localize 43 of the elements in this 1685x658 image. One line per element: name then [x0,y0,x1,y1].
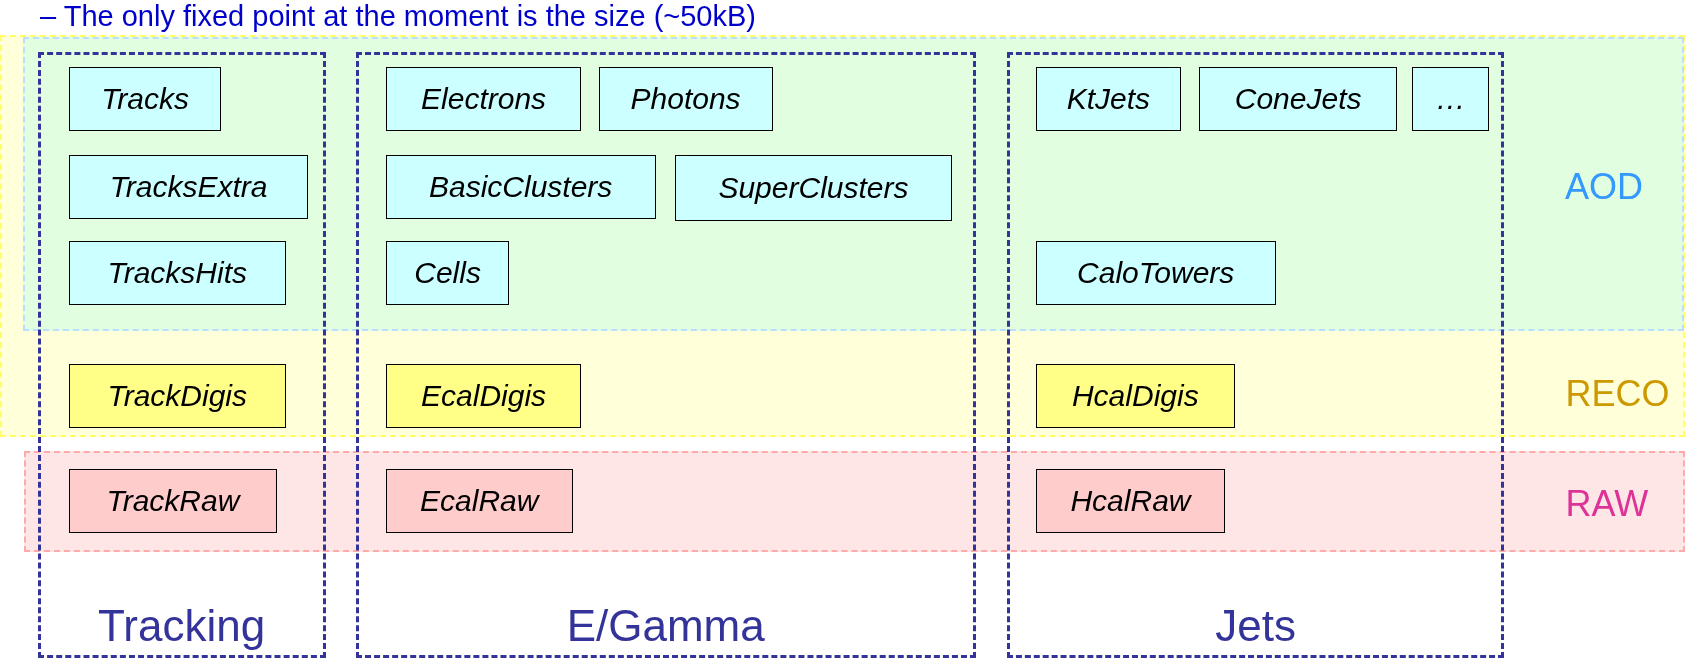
item-label: Tracks [101,82,189,117]
layer-label: AOD [1565,165,1644,208]
group-label: E/Gamma [565,600,766,651]
item-label: CaloTowers [1077,255,1235,290]
layer-label: RAW [1565,483,1649,526]
data-box [1035,468,1226,533]
data-box [385,363,582,428]
data-box [68,468,278,533]
item-label: Cells [414,255,481,290]
item-label: BasicClusters [428,169,613,204]
data-box [598,67,773,132]
item-label: TracksExtra [109,169,268,204]
group-label: Jets [1214,600,1297,651]
data-box [385,154,656,219]
data-box [385,240,510,305]
data-box [68,154,309,219]
item-label: TracksHits [107,255,247,290]
layer-label: RECO [1565,372,1670,415]
item-label: Photons [630,82,741,117]
data-box [1035,67,1181,132]
item-label: KtJets [1066,82,1151,117]
data-box [68,363,286,428]
data-box [1035,240,1276,305]
data-box [68,240,286,305]
data-box [1035,363,1235,428]
item-label: HcalDigis [1071,378,1199,413]
data-box [68,67,222,132]
item-label: … [1435,82,1466,117]
item-label: TrackRaw [106,483,240,518]
item-label: TrackDigis [107,378,247,413]
item-label: HcalRaw [1070,483,1191,518]
item-label: EcalDigis [421,378,547,413]
data-box [1199,67,1397,132]
item-label: EcalRaw [420,483,539,518]
data-box [385,468,573,533]
data-box [1412,67,1490,132]
item-label: Electrons [421,82,547,117]
data-box [674,154,953,221]
bullet-text: – The only fixed point at the moment is the size (~50kB) [40,0,756,32]
item-label: SuperClusters [718,170,909,205]
data-box [385,67,582,132]
group-label: Tracking [97,600,267,651]
item-label: ConeJets [1234,82,1362,117]
